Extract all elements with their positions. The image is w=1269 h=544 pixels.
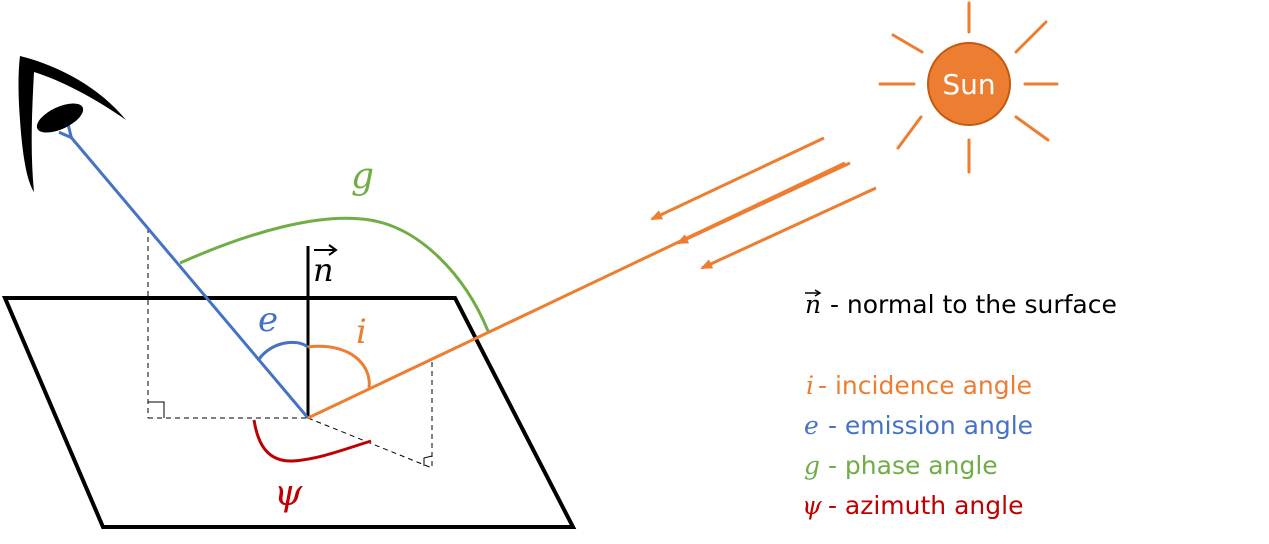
emission-angle-arc xyxy=(257,340,309,360)
legend-item-normal: n - normal to the surface xyxy=(805,289,1117,319)
azimuth-symbol-label: ψ xyxy=(274,473,303,514)
sun-ray-1 xyxy=(650,136,825,221)
surface-plane xyxy=(1,296,577,529)
legend-item-phase: g - phase angle xyxy=(804,451,998,480)
legend-incidence-symbol: i xyxy=(806,371,814,400)
sun-label: Sun xyxy=(942,68,995,101)
normal-vector-arrowhead xyxy=(328,244,338,256)
legend-azimuth-text: - azimuth angle xyxy=(820,491,1023,520)
observer-eye-icon xyxy=(18,56,126,192)
projection-lines xyxy=(147,228,433,469)
legend-normal-text: - normal to the surface xyxy=(822,290,1117,319)
normal-symbol-label: n xyxy=(313,251,334,289)
legend-phase-text: - phase angle xyxy=(820,451,998,480)
legend-item-incidence: i - incidence angle xyxy=(806,371,1032,400)
right-angle-marker-left xyxy=(148,401,165,418)
azimuth-angle-arc xyxy=(252,419,372,463)
legend-phase-symbol: g xyxy=(804,451,820,480)
incidence-angle-arc xyxy=(307,344,371,389)
sun-icon xyxy=(878,1,1059,174)
legend-item-emission: e - emission angle xyxy=(804,411,1033,440)
legend-item-azimuth: ψ - azimuth angle xyxy=(802,491,1023,520)
legend-normal-arrowhead xyxy=(814,289,822,297)
sun-ray-2 xyxy=(676,161,851,245)
legend-azimuth-symbol: ψ xyxy=(802,491,822,520)
emission-symbol-label: e xyxy=(258,300,278,340)
phase-symbol-label: g xyxy=(351,156,374,197)
right-angle-marker-right xyxy=(423,455,433,466)
phase-angle-arc xyxy=(179,216,490,332)
legend-emission-text: - emission angle xyxy=(820,411,1033,440)
emission-ray xyxy=(70,136,310,419)
legend-normal-symbol: n xyxy=(805,290,821,319)
incidence-symbol-label: i xyxy=(356,312,367,352)
legend-emission-symbol: e xyxy=(804,411,819,440)
sun-disc xyxy=(927,42,1011,126)
legend: n - normal to the surface i - incidence … xyxy=(802,289,1117,520)
legend-incidence-text: - incidence angle xyxy=(818,371,1032,400)
sun-ray-3 xyxy=(700,186,877,270)
